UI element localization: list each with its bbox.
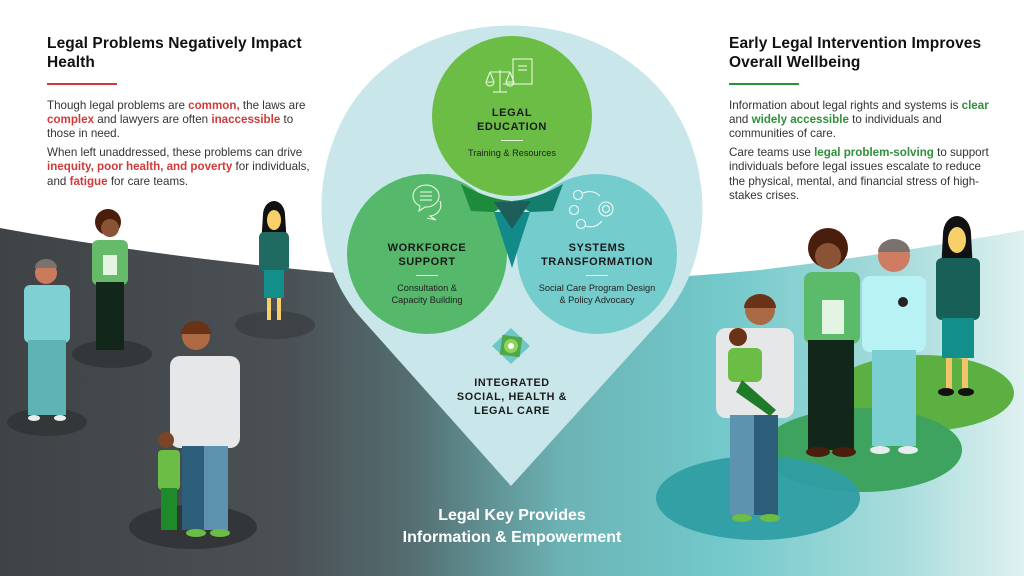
right-heading-rule [729,83,799,85]
supportive-care-worker-figure [804,228,860,457]
overlap-center [494,201,531,229]
body-text: to those in need. [47,112,294,140]
stressed-lawyer-figure [259,201,289,320]
shadow [235,311,315,339]
emphasis-text: inequity, poor health, and poverty [47,160,233,174]
emphasis-text: common, [188,98,240,112]
divider [501,140,523,141]
body-text: Though legal problems are [47,98,189,112]
left-heading: Legal Problems Negatively Impact Health [47,35,302,71]
integrated-care-label: INTEGRATED SOCIAL, HEALTH & LEGAL CARE [456,377,568,417]
left-paragraph: Though legal problems are common, the la… [47,99,312,142]
body-text: for individuals, and [47,160,310,188]
body-text: and [729,112,752,126]
circle-systems-transformation [517,174,677,334]
legal-education-subtitle: Training & Resources [468,148,556,158]
left-panel: Legal Problems Negatively Impact Health … [47,34,312,194]
right-body: Information about legal rights and syste… [729,99,999,203]
lawyer-figure [936,216,980,396]
systems-transformation-subtitle: Social Care Program Design& Policy Advoc… [538,283,656,305]
parent-holding-child-figure [716,294,794,522]
body-text: for care teams. [107,174,189,188]
right-panel: Early Legal Intervention Improves Overal… [729,34,999,208]
body-text: When left unaddressed, these problems ca… [47,146,303,160]
left-body: Though legal problems are common, the la… [47,99,312,189]
worried-parent-with-child-figure [158,321,240,537]
body-text: Information about legal rights and syste… [729,98,962,112]
body-text: Care teams use [729,146,815,160]
divider [586,275,608,276]
shadow [72,340,152,368]
emphasis-text: legal problem-solving [814,146,934,160]
emphasis-text: clear [961,98,989,112]
circle-legal-education [432,36,592,196]
scales-and-document-icon [485,58,533,93]
body-text: and lawyers are often [94,112,212,126]
overlap-wf-sys [494,212,530,268]
stressed-nurse-figure [24,259,70,421]
star-ring-icon [492,328,530,364]
emphasis-text: widely accessible [751,112,849,126]
emphasis-text: fatigue [69,174,108,188]
workforce-support-subtitle: Consultation &Capacity Building [391,283,463,305]
right-paragraph: Care teams use legal problem-solving to … [729,146,999,203]
divider [416,275,438,276]
left-heading-rule [47,83,117,85]
circle-workforce-support [347,174,507,334]
people-network-gear-icon [568,189,614,230]
nurse-figure [862,239,926,454]
body-text: the laws are [239,98,306,112]
body-text: to individuals and communities of care. [729,112,942,140]
right-heading: Early Legal Intervention Improves Overal… [729,35,982,71]
chat-bubbles-icon [412,184,442,221]
left-paragraph: When left unaddressed, these problems ca… [47,146,312,189]
body-text: to support individuals before legal issu… [729,146,989,202]
right-paragraph: Information about legal rights and syste… [729,99,999,142]
emphasis-text: inaccessible [211,112,281,126]
emphasis-text: complex [47,112,95,126]
footer-title: Legal Key Provides Information & Empower… [402,507,622,546]
shadow [7,408,87,436]
stressed-care-worker-figure [92,209,128,350]
